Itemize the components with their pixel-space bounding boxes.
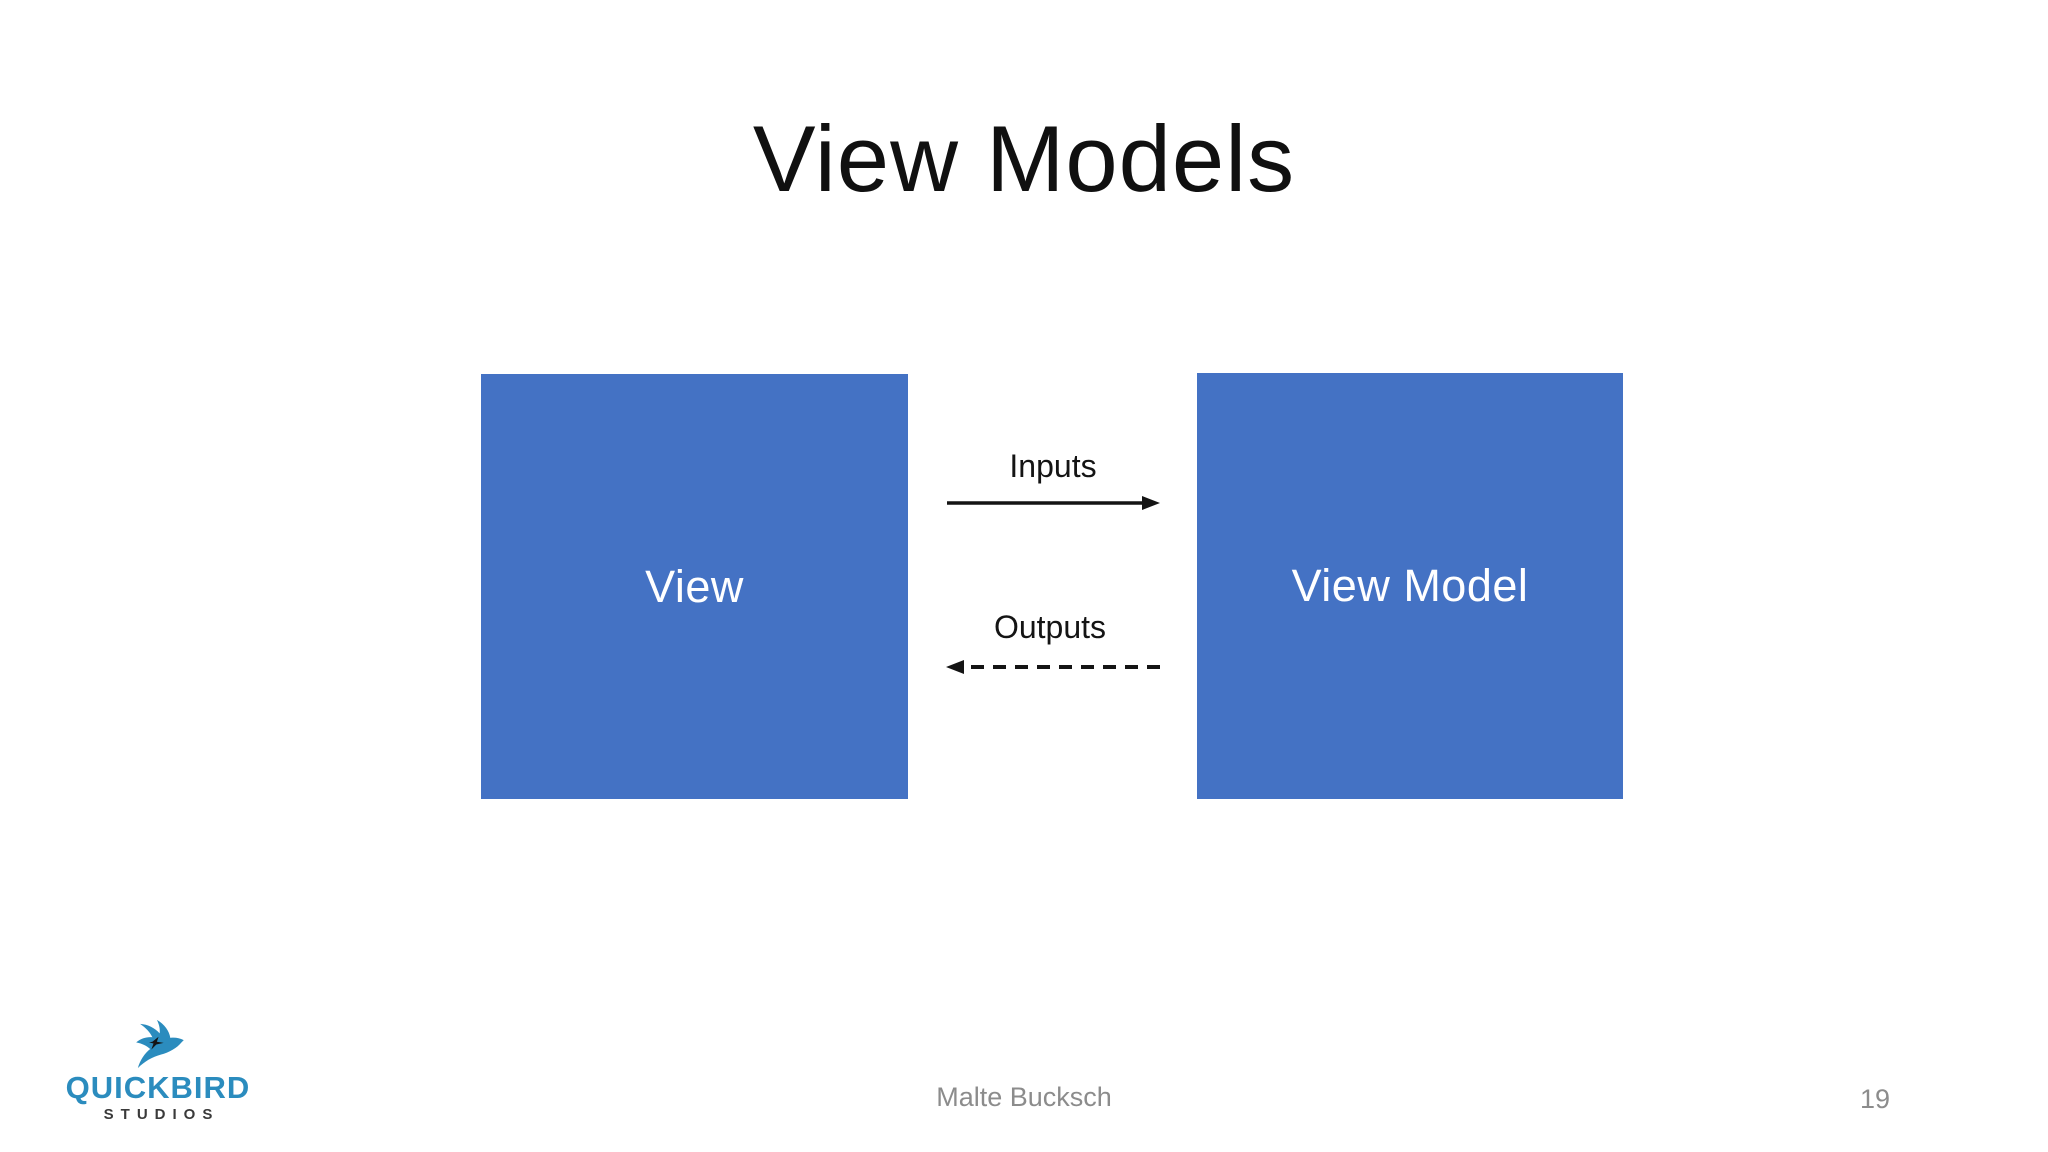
footer-author: Malte Bucksch [936, 1082, 1112, 1112]
view-box-label: View [645, 560, 744, 612]
inputs-arrow-label: Inputs [1009, 448, 1097, 484]
logo-subtitle: STUDIOS [103, 1106, 220, 1123]
outputs-arrow-icon [946, 660, 1160, 674]
page-title: View Models [752, 106, 1296, 211]
outputs-arrow-label: Outputs [993, 609, 1107, 645]
quickbird-studios-logo: QUICKBIRD STUDIOS [52, 1018, 264, 1122]
view-model-box: View Model [1197, 373, 1623, 799]
logo-wordmark: QUICKBIRD [65, 1070, 251, 1105]
swallow-bird-icon [136, 1019, 184, 1069]
view-box: View [481, 374, 908, 799]
view-model-box-label: View Model [1291, 560, 1529, 611]
page-number: 19 [1860, 1084, 1891, 1114]
inputs-arrow-icon [947, 496, 1160, 510]
